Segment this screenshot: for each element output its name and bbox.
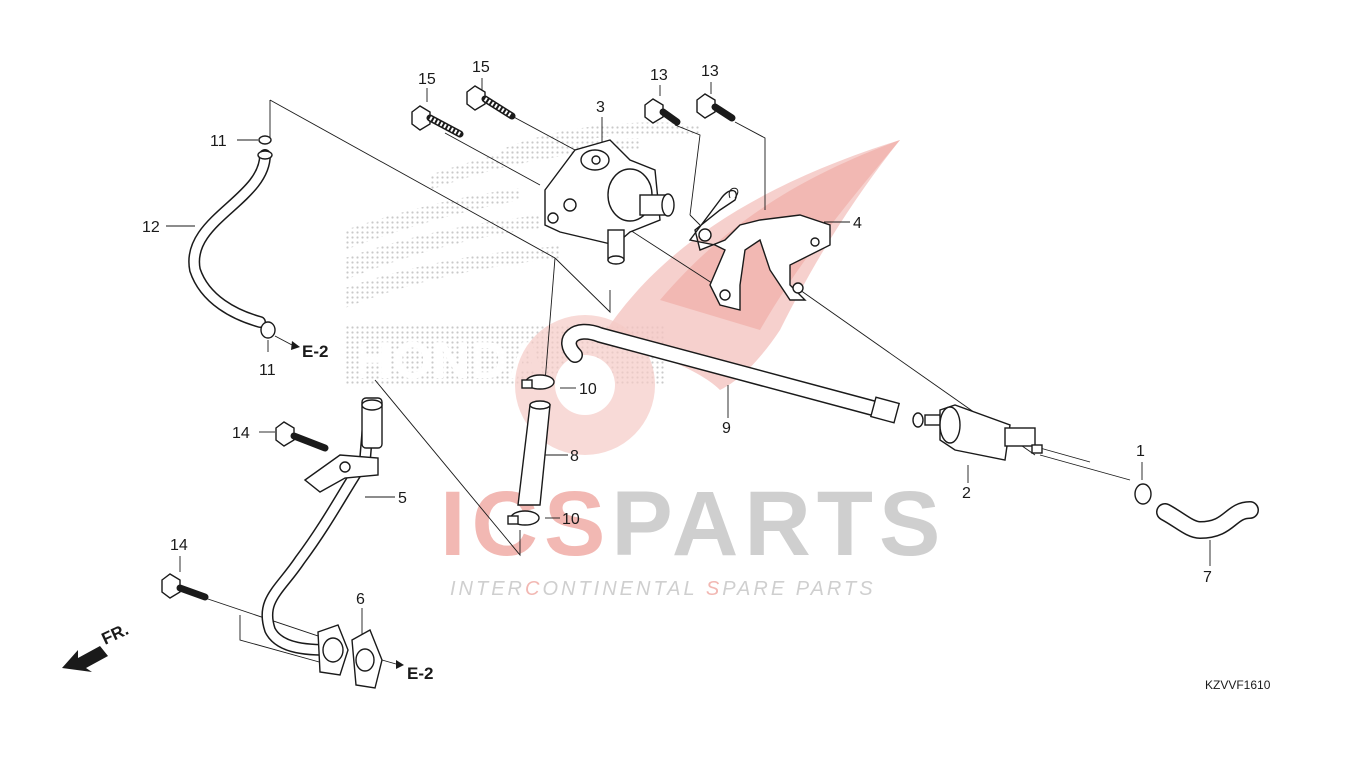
screw-14-bottom (161, 573, 209, 601)
ref-e2-top: E-2 (302, 342, 328, 361)
watermark: HONDA ICSPARTS INTERCONTINENTAL SPARE PA… (345, 122, 946, 600)
pipe-5 (261, 397, 383, 676)
tube-8 (517, 400, 551, 506)
watermark-sub-end: PARE PARTS (722, 578, 875, 600)
callout-10-top: 10 (579, 381, 597, 398)
callout-13-left: 13 (650, 67, 668, 84)
leader-lines (166, 78, 1211, 666)
watermark-sub-mid: ONTINENTAL (542, 578, 705, 600)
front-direction-arrow: FR. (62, 620, 132, 672)
watermark-main-suffix: PARTS (611, 473, 946, 575)
callout-3: 3 (596, 99, 605, 116)
screw-15-right (466, 85, 516, 120)
callout-14-top: 14 (232, 425, 250, 442)
arrow-e2-bottom (396, 660, 404, 669)
screw-13-right (696, 93, 736, 122)
callout-9: 9 (722, 420, 731, 437)
gasket-6 (351, 629, 383, 689)
front-direction-label: FR. (99, 620, 132, 649)
hose-9 (561, 323, 901, 424)
filter-2 (912, 404, 1043, 461)
callout-4: 4 (853, 215, 862, 232)
callout-8: 8 (570, 448, 579, 465)
honda-brand-text: HONDA (355, 332, 546, 390)
callout-15-left: 15 (418, 71, 436, 88)
hose-12 (188, 149, 273, 328)
diagram-code: KZVVF1610 (1205, 678, 1271, 692)
control-valve-3 (544, 139, 675, 265)
callout-10-bottom: 10 (562, 511, 580, 528)
screw-14-top (275, 421, 329, 452)
watermark-sub-prefix: INTER (450, 578, 525, 600)
arrow-e2-top (291, 341, 300, 350)
callout-13-right: 13 (701, 63, 719, 80)
callout-5: 5 (398, 490, 407, 507)
clamp-10-bottom (507, 510, 540, 526)
callout-7: 7 (1203, 569, 1212, 586)
callout-1: 1 (1136, 443, 1145, 460)
screw-13-left (644, 98, 681, 126)
screw-15-left (411, 105, 464, 138)
callout-11-bottom: 11 (259, 362, 276, 379)
watermark-sub-c1: C (525, 578, 542, 600)
callout-12: 12 (142, 219, 160, 236)
watermark-subtitle: INTERCONTINENTAL SPARE PARTS (450, 578, 876, 600)
callout-14-bottom: 14 (170, 537, 188, 554)
hose-7 (1156, 501, 1259, 540)
clamp-10-top (521, 374, 555, 390)
callout-6: 6 (356, 591, 365, 608)
clip-11-bottom (260, 321, 276, 339)
ref-e2-bottom: E-2 (407, 664, 433, 683)
callout-2: 2 (962, 485, 971, 502)
callout-15-right: 15 (472, 59, 490, 76)
bracket-4 (688, 187, 831, 311)
clip-11-top (258, 135, 272, 145)
callout-labels: 1 2 3 4 5 6 7 8 9 10 10 11 11 12 13 13 1… (142, 59, 1271, 692)
watermark-sub-c2: S (706, 578, 722, 600)
callout-11-top: 11 (210, 133, 227, 150)
clip-1 (1134, 483, 1152, 505)
